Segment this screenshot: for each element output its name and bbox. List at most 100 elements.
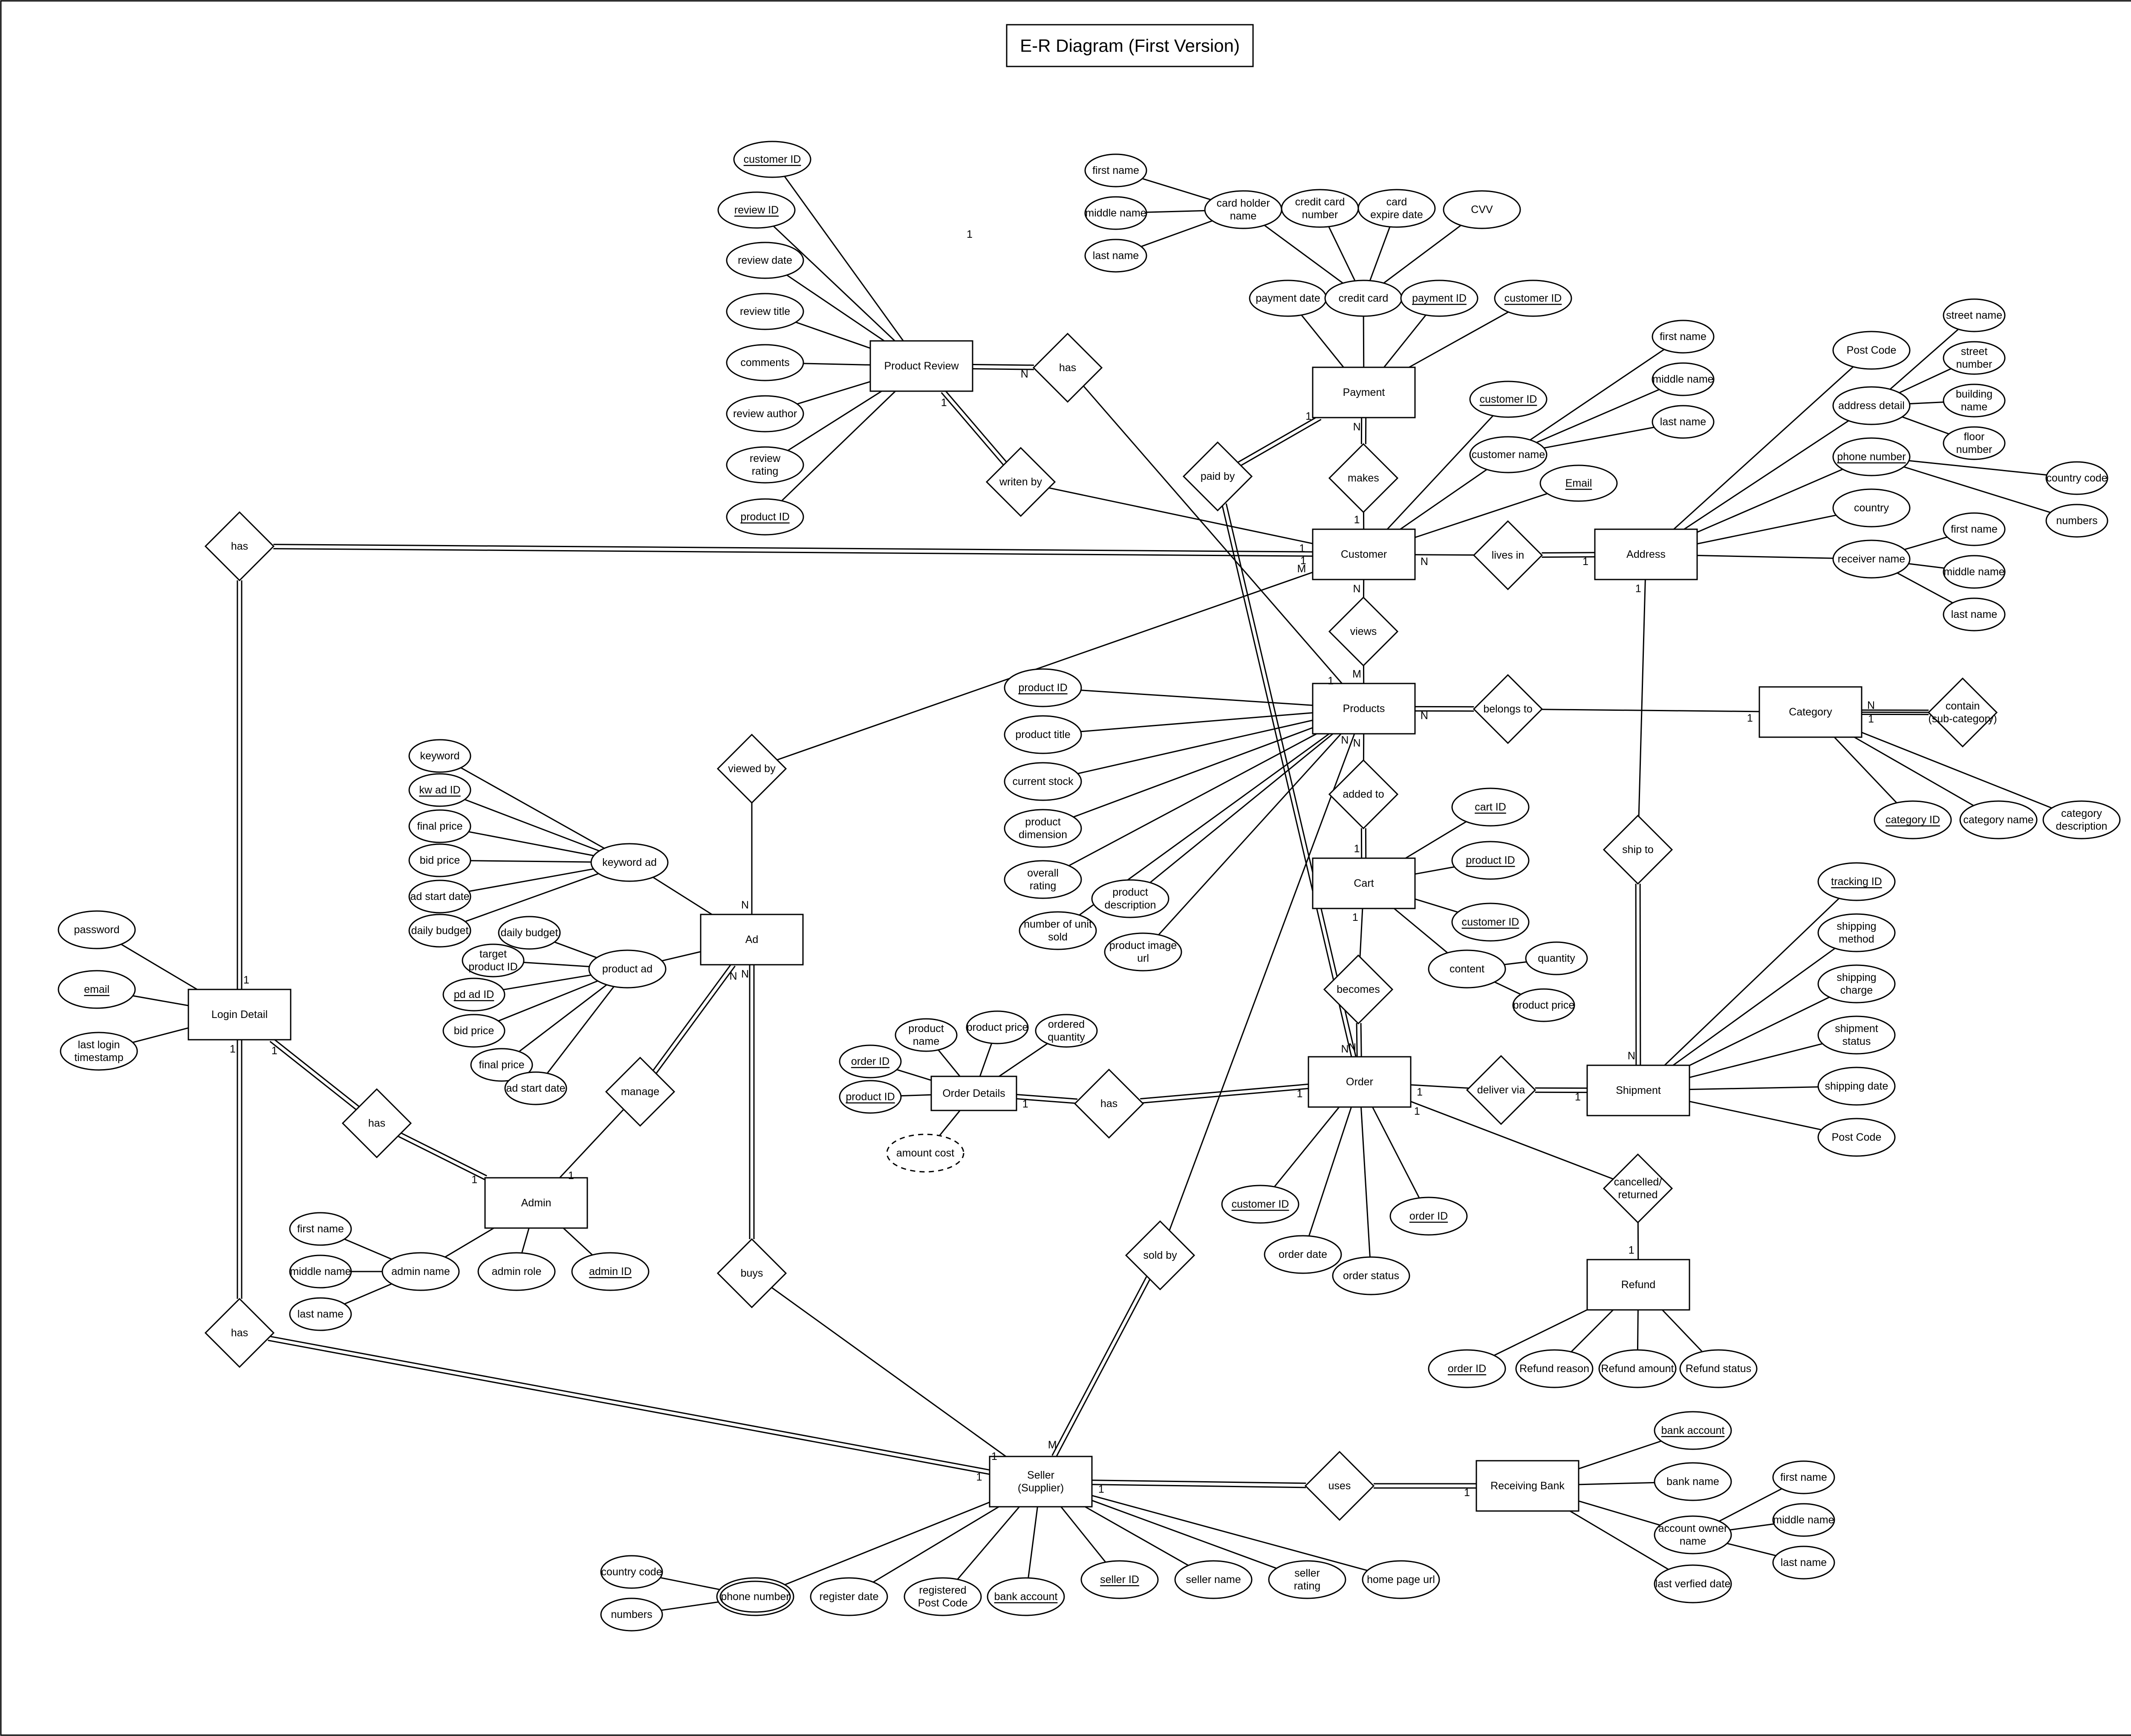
attribute-ellipse [1832, 331, 1911, 370]
relationship-label: belongs to [1483, 703, 1532, 715]
entity-box [1312, 857, 1416, 909]
relationship-link [269, 1335, 990, 1471]
cardinality-label: N [1341, 734, 1348, 746]
relationship-label-line: (sub-category) [1928, 713, 1997, 725]
relationship-link [1016, 1094, 1078, 1100]
attribute-rf-order-id: order ID [1428, 1349, 1506, 1388]
relationship-r-has-login-customer: has [204, 511, 275, 582]
relationship-r-lives-in: lives in [1473, 520, 1543, 591]
attribute-link [999, 1043, 1048, 1077]
cardinality-label: 1 [1098, 1483, 1104, 1495]
attribute-label: daily budget [501, 927, 558, 939]
cardinality-label: 1 [1022, 1098, 1028, 1110]
attribute-o-order-id: order ID [1389, 1197, 1468, 1236]
relationship-diamond [1603, 814, 1673, 885]
attribute-link [1372, 1107, 1420, 1199]
attribute-kw-keyword: keyword [408, 739, 471, 773]
relationship-diamond [1328, 759, 1399, 830]
attribute-label: home page url [1367, 1574, 1435, 1586]
entity-login-detail: Login Detail [188, 989, 292, 1041]
attribute-link [1028, 1506, 1038, 1578]
attribute-label: keyword [420, 750, 459, 762]
attribute-od-product-id: product ID [839, 1080, 902, 1114]
attribute-link [1060, 1506, 1106, 1563]
entity-label: Category [1789, 706, 1832, 718]
cardinality-label: M [1352, 668, 1361, 680]
relationship-link [1410, 1101, 1614, 1180]
entity-admin: Admin [484, 1177, 588, 1229]
attribute-label-line: category [2061, 807, 2102, 819]
attribute-label: bid price [420, 854, 460, 866]
attribute-ellipse [1943, 555, 2006, 589]
attribute-label-line: ordered [1048, 1018, 1085, 1030]
attribute-link [554, 941, 597, 958]
relationship-link [1169, 733, 1355, 1231]
attribute-pr-review-date: review date [726, 242, 804, 279]
attribute-link [1662, 1309, 1703, 1352]
attribute-link [1861, 732, 2052, 809]
attribute-ellipse [408, 773, 471, 807]
cardinality-label: 1 [271, 1045, 277, 1057]
entity-cart: Cart [1312, 857, 1416, 909]
attribute-link [1142, 178, 1211, 200]
attribute-am-role: admin role [477, 1252, 556, 1291]
attribute-od-amount-cost: amount cost [886, 1133, 964, 1173]
attribute-ellipse [1080, 1560, 1159, 1599]
attribute-link [797, 381, 871, 405]
attribute-ellipse [1772, 1460, 1835, 1494]
entity-order-details: Order Details [930, 1076, 1017, 1111]
cardinality-label: 1 [1575, 1091, 1581, 1103]
attribute-link [1902, 416, 1949, 435]
attribute-pay-customer-id: customer ID [1494, 280, 1572, 317]
attribute-ellipse [1332, 1256, 1410, 1295]
relationship-r-sold-by: sold by [1125, 1220, 1195, 1291]
attribute-product-ad: product ad [588, 949, 667, 989]
attribute-link [873, 1506, 999, 1583]
attribute-link [523, 962, 589, 967]
attribute-link [1328, 226, 1356, 281]
attribute-link [1146, 210, 1205, 213]
attribute-label-line: timestamp [74, 1052, 123, 1064]
attribute-link [1637, 1309, 1639, 1350]
attribute-link [1578, 1500, 1660, 1526]
relationship-r-has-login-admin: has [341, 1088, 412, 1159]
attribute-ellipse [1959, 800, 2038, 839]
relationship-label: manage [621, 1086, 659, 1098]
relationship-r-becomes: becomes [1323, 954, 1394, 1025]
attribute-se-bank-account: bank account [987, 1577, 1065, 1616]
attribute-label-line: registered [919, 1584, 966, 1596]
attribute-ellipse [1525, 941, 1588, 975]
relationship-r-uses: uses [1304, 1451, 1375, 1521]
attribute-ellipse [1428, 949, 1506, 989]
attribute-ellipse [1174, 1560, 1253, 1599]
relationship-diamond [985, 447, 1056, 517]
relationship-label: paid by [1201, 470, 1235, 482]
attribute-label-line: description [1105, 899, 1156, 911]
stray-cardinality-label: 1 [967, 228, 973, 240]
attribute-link [1077, 719, 1313, 774]
entity-label: Order [1346, 1076, 1373, 1088]
attribute-ellipse [1035, 1014, 1098, 1048]
attribute-link [1091, 1495, 1368, 1572]
attribute-ellipse [1268, 1560, 1346, 1599]
attribute-label: Refund reason [1519, 1363, 1589, 1375]
relationship-label: uses [1328, 1480, 1351, 1492]
attribute-link [1834, 736, 1897, 804]
attribute-link [1854, 736, 1974, 806]
relationship-link [655, 966, 736, 1074]
attribute-link [653, 877, 713, 915]
attribute-ellipse [1221, 1185, 1299, 1224]
attribute-label-line: shipment [1835, 1023, 1878, 1035]
attribute-cart-id: cart ID [1451, 787, 1530, 827]
attribute-am-id: admin ID [571, 1252, 650, 1291]
attribute-ad-r-first: first name [1943, 512, 2006, 546]
attribute-keyword-ad: keyword ad [590, 843, 669, 882]
relationship-label: writen by [999, 476, 1042, 488]
attribute-label-line: status [1842, 1035, 1871, 1047]
attribute-link [1569, 1510, 1669, 1570]
attribute-label-line: name [913, 1035, 940, 1047]
